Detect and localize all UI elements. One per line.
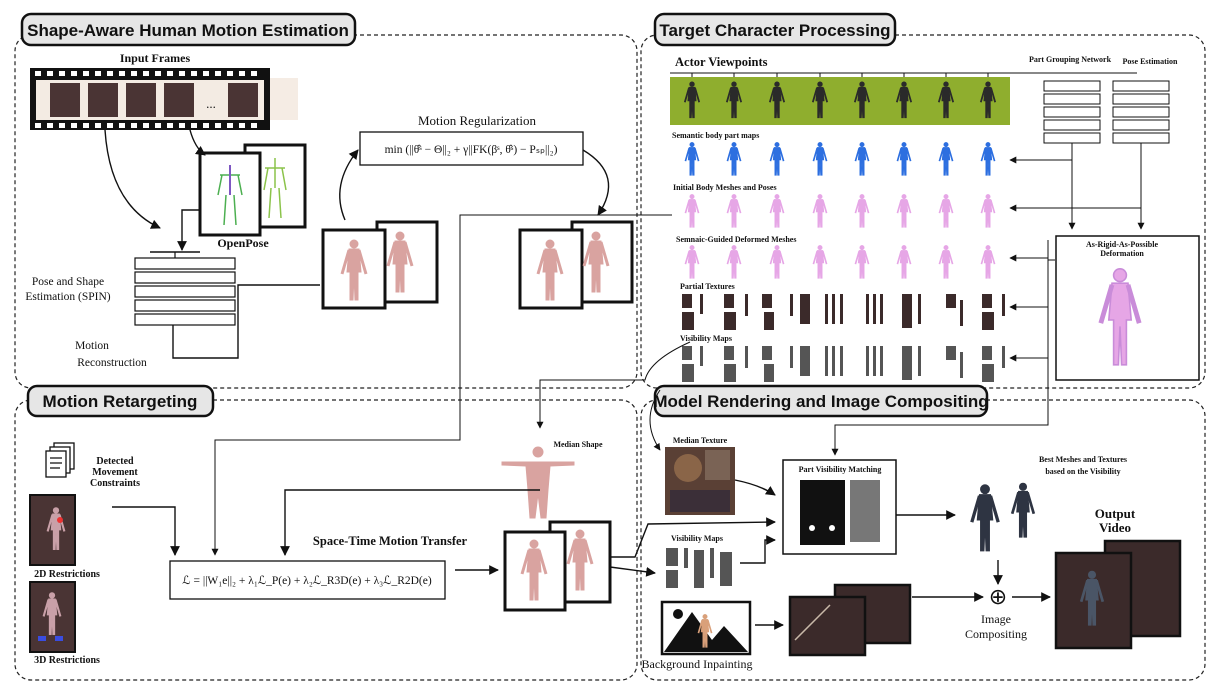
deformed-meshes-row — [684, 244, 996, 280]
openpose-label: OpenPose — [217, 236, 269, 250]
film-strip: ... — [30, 68, 298, 130]
pose-estimation-label: Pose Estimation — [1123, 57, 1178, 66]
motion-regularization-label: Motion Regularization — [418, 113, 537, 128]
transfer-formula-box — [169, 560, 446, 600]
partial-textures-row — [682, 294, 1005, 330]
title-shape-aware: Shape-Aware Human Motion Estimation — [20, 12, 357, 47]
transfer-formula: ℒ = ||W₁e||₂ + λ₁ℒ_P(e) + λ₂ℒ_R3D(e) + λ… — [182, 575, 432, 587]
background-inpainting-image — [660, 600, 752, 656]
semantic-maps-row — [684, 141, 996, 177]
retargeted-mesh-frames — [503, 520, 612, 612]
rendering-visibility-maps-label: Visibility Maps — [671, 534, 723, 543]
constraints-label: Detected — [96, 456, 134, 467]
output-video-label-2: Video — [1099, 520, 1131, 535]
pose-estimation-network — [1112, 80, 1170, 144]
visibility-maps-row — [682, 346, 1005, 382]
best-meshes-label: Best Meshes and Textures — [1039, 455, 1127, 464]
document-icon — [45, 442, 75, 478]
regularization-formula: min (||θ̂ˢ − Θ||₂ + γ||FK(βˢ, θ̂ˢ) − Pₛₚ… — [385, 144, 558, 156]
visibility-maps-label: Visibility Maps — [680, 334, 732, 343]
panel2-arrows — [211, 143, 1145, 556]
title-retargeting: Motion Retargeting — [26, 384, 215, 418]
part-grouping-label: Part Grouping Network — [1029, 55, 1112, 64]
svg-text:Target Character Processing: Target Character Processing — [659, 21, 890, 40]
compositing-label: Image — [981, 612, 1011, 626]
viewpoint-ticks — [691, 73, 989, 77]
median-shape-label: Median Shape — [553, 440, 603, 449]
output-video-label: Output — [1095, 506, 1136, 521]
spin-network — [134, 251, 236, 326]
arap-label-2: Deformation — [1100, 249, 1144, 258]
rendered-frames — [788, 583, 912, 657]
best-meshes-label-2: based on the Visibility — [1045, 467, 1120, 476]
arap-label: As-Rigid-As-Possible — [1086, 240, 1158, 249]
initial-meshes-row — [684, 193, 996, 229]
regularization-formula-box — [359, 131, 584, 166]
panel1-arrows — [104, 129, 610, 359]
compositing-label-2: Compositing — [965, 627, 1027, 641]
restriction-2d-image — [29, 494, 76, 566]
partial-textures-label: Partial Textures — [680, 282, 735, 291]
part-grouping-network — [1043, 80, 1101, 144]
restrictions-2d-label: 2D Restrictions — [34, 569, 100, 580]
reconstruction-label-2: Reconstruction — [77, 357, 147, 369]
title-rendering: Model Rendering and Image Compositing — [653, 384, 989, 418]
median-shape — [501, 446, 575, 519]
svg-text:Model Rendering and Image Comp: Model Rendering and Image Compositing — [653, 392, 988, 411]
input-frames-label: Input Frames — [120, 51, 191, 65]
restriction-3d-image — [29, 581, 76, 653]
svg-text:Motion Retargeting: Motion Retargeting — [43, 392, 198, 411]
spin-label: Pose and Shape — [32, 276, 104, 288]
panel3-arrows — [112, 489, 776, 577]
part-visibility-image — [800, 480, 880, 545]
median-texture-image — [665, 447, 735, 515]
background-inpainting-label: Background Inpainting — [642, 657, 753, 671]
regularized-mesh-frames — [518, 220, 634, 310]
median-texture-label: Median Texture — [673, 436, 728, 445]
deformed-meshes-label: Semnaic-Guided Deformed Meshes — [676, 235, 796, 244]
panel4-arrows — [734, 479, 1051, 630]
constraints-label-2: Movement — [92, 467, 138, 478]
best-characters — [970, 481, 1036, 553]
panel-target-character — [640, 34, 1206, 389]
constraints-label-3: Constraints — [90, 478, 140, 489]
openpose-frames — [198, 143, 307, 237]
panel-retargeting — [14, 399, 638, 681]
svg-text:...: ... — [206, 96, 216, 111]
title-target-character: Target Character Processing — [653, 12, 897, 47]
part-visibility-label: Part Visibility Matching — [799, 465, 882, 474]
rendering-visibility-maps — [666, 548, 732, 588]
output-video-frames — [1054, 539, 1182, 650]
reconstructed-mesh-frames — [321, 220, 439, 310]
initial-meshes-label: Initial Body Meshes and Poses — [673, 183, 777, 192]
actor-viewpoint-images — [670, 77, 1010, 125]
reconstruction-label: Motion — [75, 340, 109, 352]
space-time-transfer-label: Space-Time Motion Transfer — [313, 534, 468, 548]
restrictions-3d-label: 3D Restrictions — [34, 655, 100, 666]
compositing-oplus: ⊕ — [989, 584, 1007, 609]
actor-viewpoints-label: Actor Viewpoints — [675, 55, 768, 69]
spin-label-2: Estimation (SPIN) — [25, 291, 110, 303]
semantic-maps-label: Semantic body part maps — [672, 131, 759, 140]
svg-text:Shape-Aware Human Motion Estim: Shape-Aware Human Motion Estimation — [27, 21, 349, 40]
